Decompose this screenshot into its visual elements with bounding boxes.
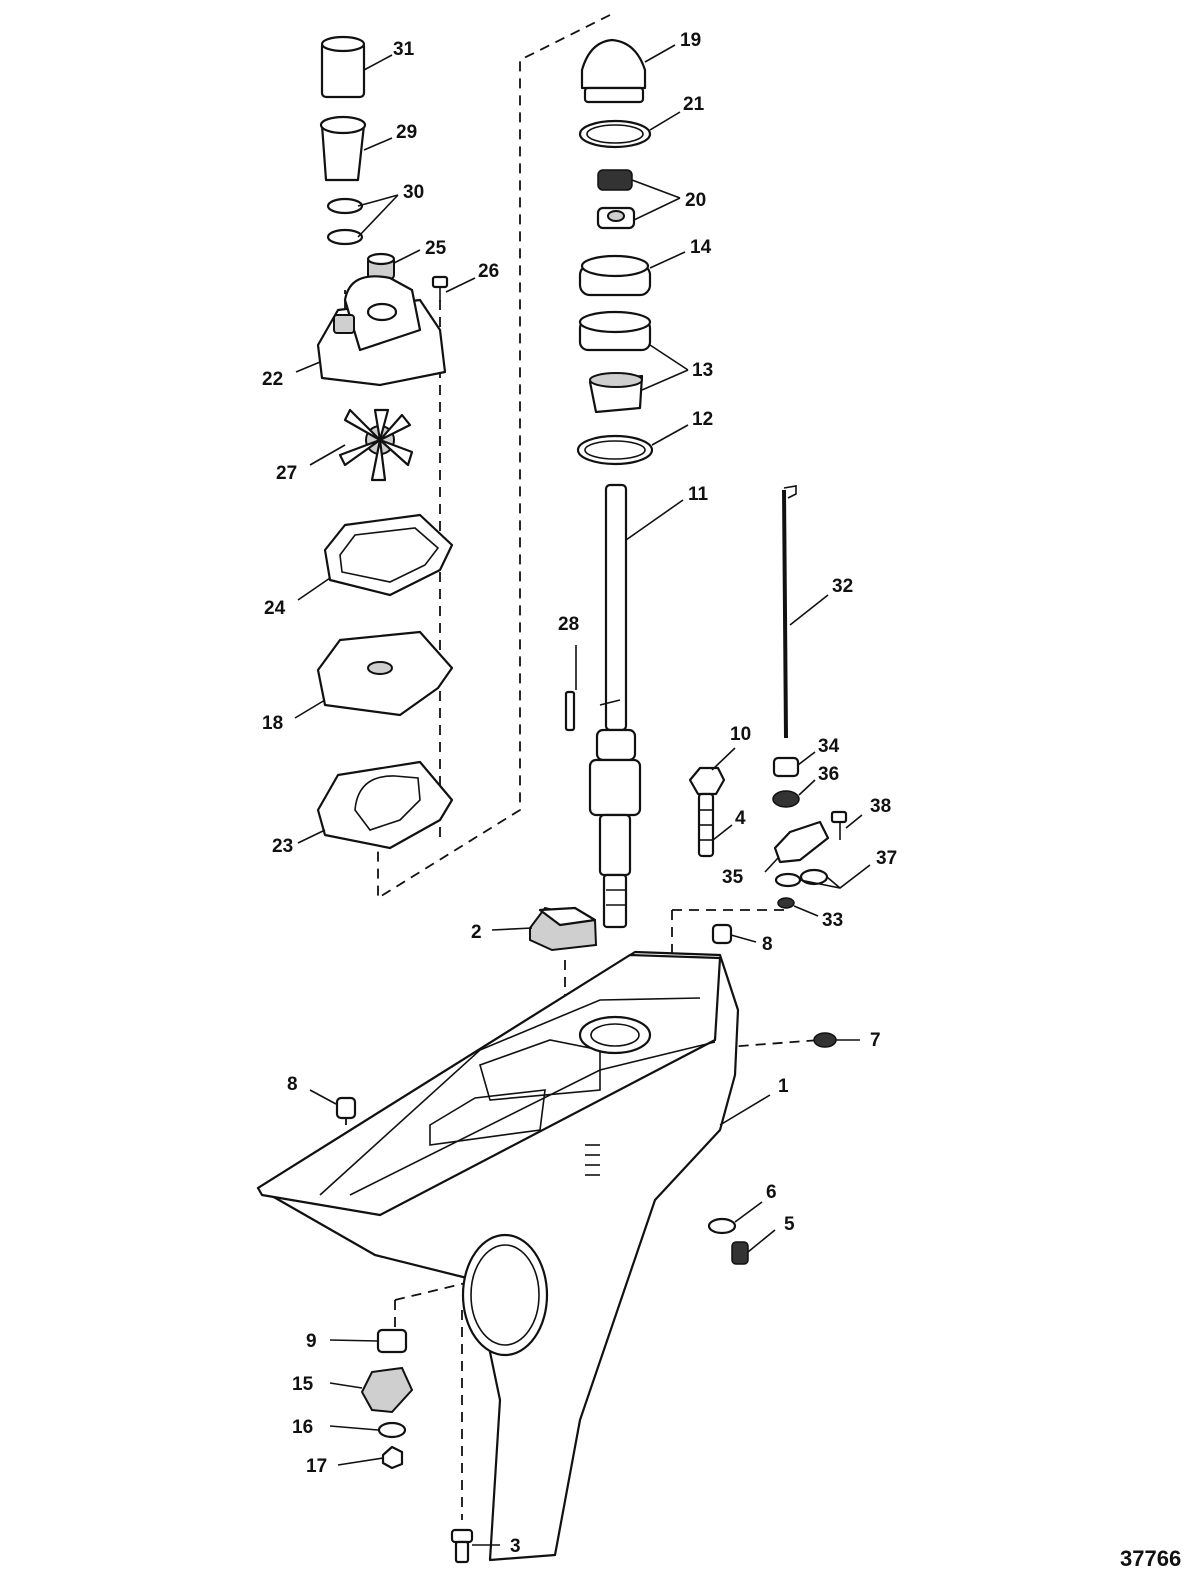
part-26-screw: [431, 275, 449, 302]
part-25-grommet: [366, 252, 396, 280]
callout-14: 14: [690, 237, 712, 258]
callout-26: 26: [478, 261, 499, 282]
callout-29: 29: [396, 122, 417, 143]
part-6-5-drain: [707, 1217, 749, 1265]
callout-20: 20: [685, 190, 706, 211]
callout-8-lower: 8: [287, 1074, 298, 1095]
callout-36: 36: [818, 764, 839, 785]
callout-13: 13: [692, 360, 713, 381]
part-12-shim: [576, 434, 654, 466]
callout-34: 34: [818, 736, 840, 757]
part-13-bearing: [578, 310, 652, 414]
callout-1: 1: [778, 1076, 789, 1097]
part-1-gear-housing: [256, 950, 740, 1562]
callout-15: 15: [292, 1374, 314, 1395]
callout-16: 16: [292, 1417, 313, 1438]
callout-32: 32: [832, 576, 853, 597]
callout-18: 18: [262, 713, 283, 734]
part-2: [529, 906, 598, 952]
part-18-plate: [316, 630, 454, 717]
callout-12: 12: [692, 409, 713, 430]
figure-number: 37766: [1120, 1546, 1181, 1571]
part-21-oring: [578, 119, 652, 149]
part-10-4-nut-stud: [688, 766, 726, 858]
part-9-15-16-17-3: [360, 1328, 474, 1564]
part-30-seals: [326, 197, 364, 246]
callout-5: 5: [784, 1214, 795, 1235]
callout-3: 3: [510, 1536, 521, 1557]
part-8-dowels: [335, 923, 733, 1120]
callout-28: 28: [558, 614, 579, 635]
part-31-sleeve: [320, 35, 366, 99]
part-35-38-37-33-linkage: [773, 810, 848, 909]
callout-2: 2: [471, 922, 482, 943]
callout-4: 4: [735, 808, 746, 829]
part-11-driveshaft: [588, 483, 642, 929]
leader-lines: [294, 44, 871, 1546]
callout-9: 9: [306, 1331, 317, 1352]
callout-25: 25: [425, 238, 447, 259]
callout-6: 6: [766, 1182, 777, 1203]
callout-19: 19: [680, 30, 701, 51]
callout-23: 23: [272, 836, 293, 857]
part-14-retainer: [578, 254, 652, 297]
part-7-nut: [813, 1032, 837, 1048]
part-34-36-bushings: [772, 756, 800, 808]
callout-10: 10: [730, 724, 751, 745]
callout-31: 31: [393, 39, 415, 60]
part-22-pump-housing: [316, 275, 447, 387]
part-19-cover: [580, 38, 647, 104]
part-20-seals: [596, 169, 636, 230]
callout-27: 27: [276, 463, 297, 484]
callout-labels: 31 29 30 25 26 22 27 24 18 23 19 21 20 1…: [262, 30, 1181, 1571]
callout-21: 21: [683, 94, 705, 115]
callout-30: 30: [403, 182, 424, 203]
callout-11: 11: [688, 484, 709, 505]
callout-33: 33: [822, 910, 843, 931]
callout-22: 22: [262, 369, 283, 390]
part-32-shift-rod: [782, 485, 797, 739]
part-24-gasket: [323, 513, 454, 597]
callout-8-upper: 8: [762, 934, 773, 955]
callout-38: 38: [870, 796, 891, 817]
part-27-impeller: [338, 408, 414, 482]
callout-24: 24: [264, 598, 286, 619]
callout-17: 17: [306, 1456, 327, 1477]
callout-35: 35: [722, 867, 744, 888]
part-28-pin: [564, 690, 576, 732]
part-29-bushing: [319, 115, 367, 182]
part-23-gasket: [316, 760, 454, 850]
callout-37: 37: [876, 848, 897, 869]
callout-7: 7: [870, 1030, 881, 1051]
